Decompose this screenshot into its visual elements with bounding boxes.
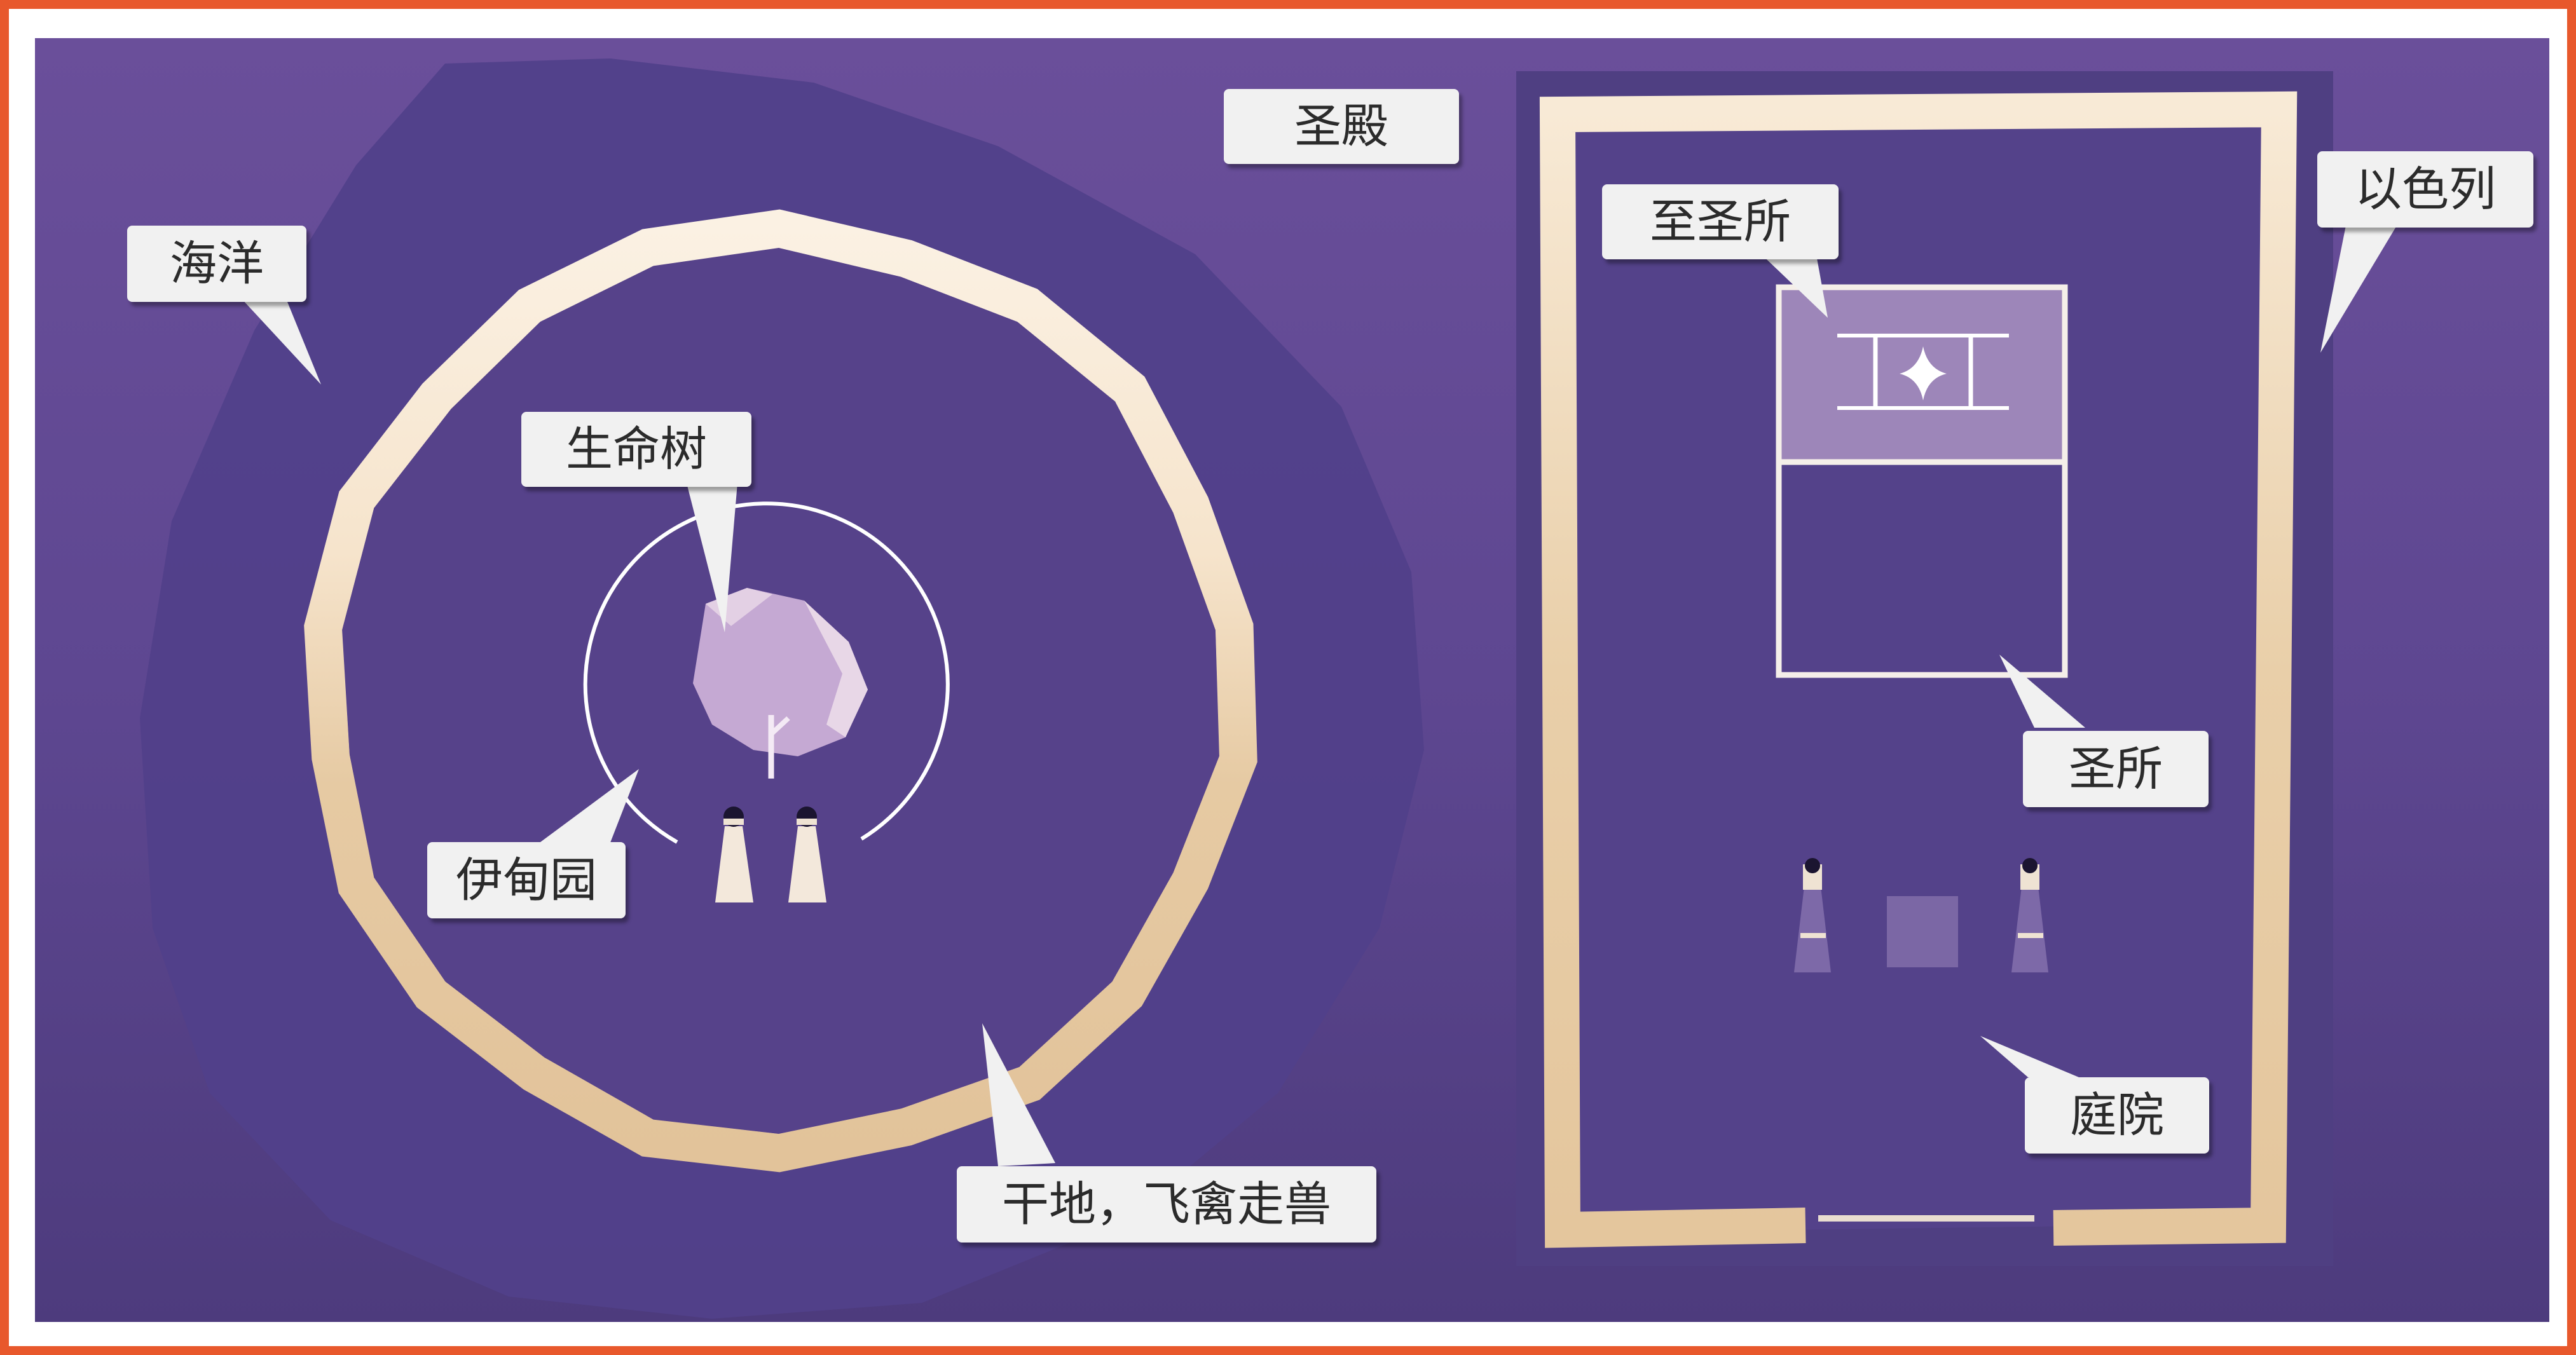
israel-label: 以色列 [2317,151,2533,228]
land-label: 干地，飞禽走兽 [957,1166,1376,1243]
pointer-holy-of-holies [1755,248,1828,318]
sea-callout: 海洋 [127,226,306,302]
garden-of-eden-label: 伊甸园 [427,842,626,918]
holy-place-label: 圣所 [2023,731,2209,807]
israel-callout: 以色列 [2317,151,2533,228]
courtyard-label: 庭院 [2025,1077,2209,1154]
courtyard-objects [1794,858,2048,972]
holy-of-holies-label: 至圣所 [1602,184,1839,259]
pointer-israel [2320,226,2397,353]
holy-place-callout: 圣所 [2023,731,2209,807]
title-callout: 圣殿 [1224,89,1459,164]
pointer-holy-place [1999,655,2085,728]
pointer-tree [687,483,737,632]
israel-boundary-fill [1558,107,2282,1233]
garden-callout: 伊甸园 [427,842,626,918]
courtyard-callout: 庭院 [2025,1077,2209,1154]
garden-figures [715,807,826,902]
land-callout: 干地，飞禽走兽 [957,1166,1376,1243]
pointer-courtyard [1980,1036,2079,1077]
page-title: 圣殿 [1224,89,1459,164]
pointer-sea [242,299,321,385]
israel-boundary [1539,91,2298,1248]
garden-of-eden [583,501,950,844]
tree-callout: 生命树 [521,412,751,487]
sea-label: 海洋 [127,226,306,302]
callout-pointers [242,226,2397,1166]
tree-of-life-label: 生命树 [521,412,751,487]
pointer-land [982,1023,1055,1166]
holy-of-holies-callout: 至圣所 [1602,184,1839,259]
